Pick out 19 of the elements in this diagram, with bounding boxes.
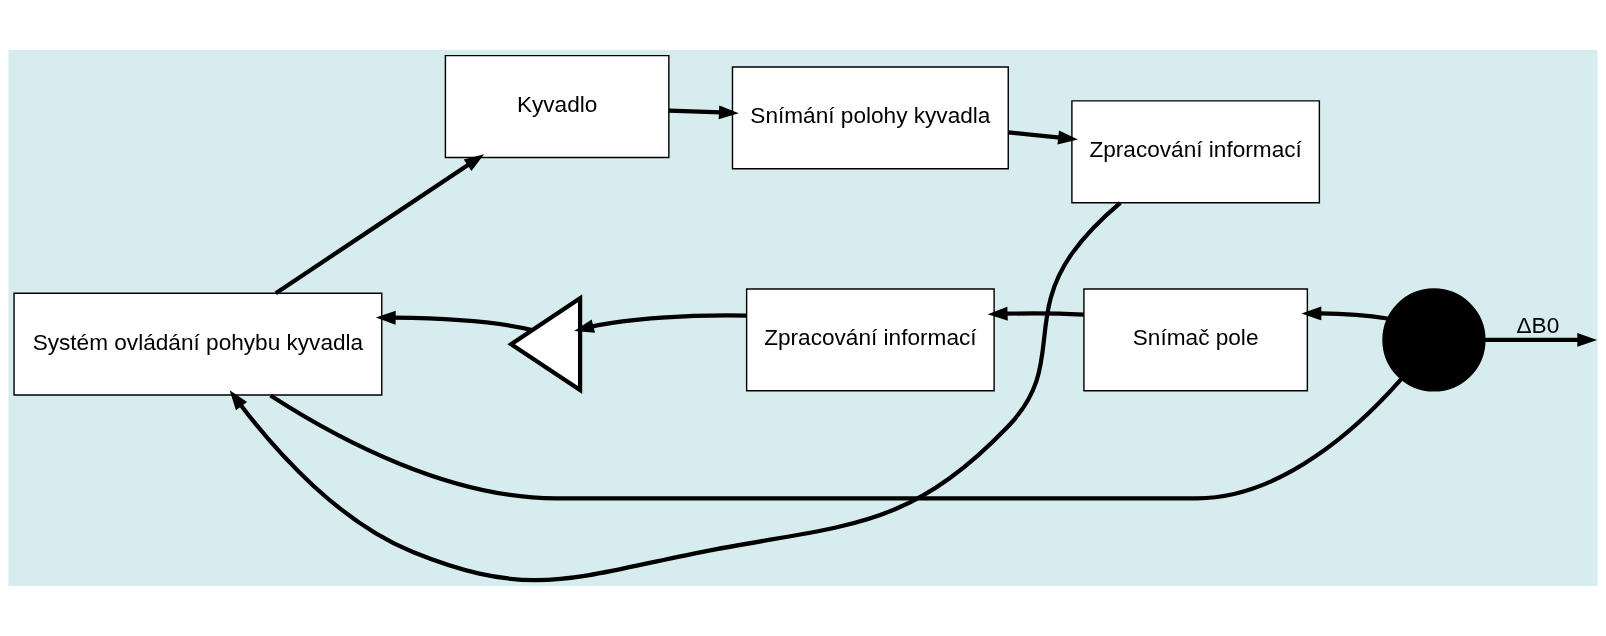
node-box: Systém ovládání pohybu kyvadla	[13, 292, 383, 396]
node-box: Zpracování informací	[1071, 100, 1321, 204]
arrow	[668, 105, 739, 120]
arrow	[1008, 130, 1078, 145]
connector	[269, 377, 1403, 501]
arrow	[574, 313, 747, 333]
arrow	[1301, 306, 1388, 321]
arrow	[274, 154, 485, 295]
node-box: Kyvadlo	[444, 54, 670, 159]
arrow	[229, 201, 1122, 583]
node-triangle	[507, 294, 583, 395]
node-box: Snímač pole	[1083, 288, 1309, 392]
arrow	[1485, 332, 1598, 347]
edge-label: ΔB0	[1516, 312, 1560, 338]
arrow	[987, 306, 1084, 321]
arrow	[375, 310, 533, 333]
node-box: Snímání polohy kyvadla	[731, 66, 1009, 170]
node-circle	[1382, 288, 1486, 392]
node-box: Zpracování informací	[745, 288, 995, 392]
